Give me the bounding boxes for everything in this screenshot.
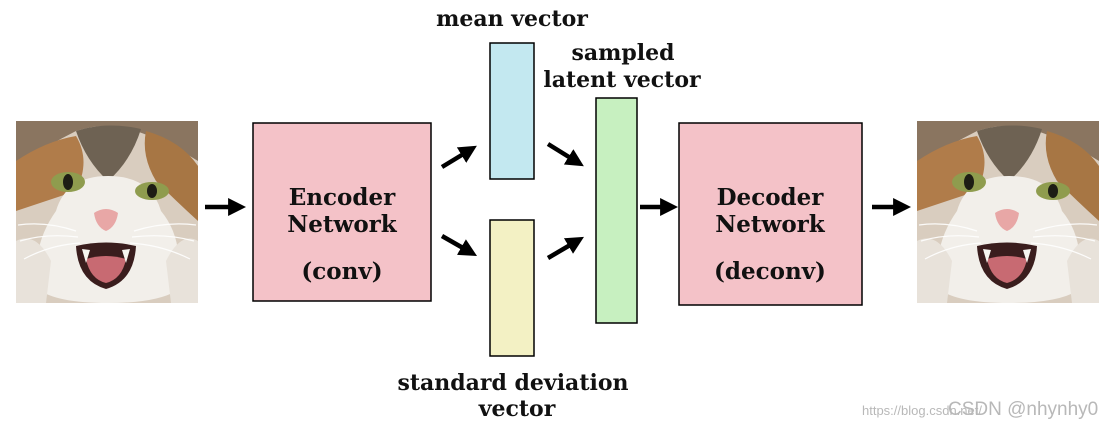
output-cat-image [916,120,1100,304]
std-deviation-label-line2: vector [478,396,556,422]
mean-vector-box [489,42,535,180]
sampled-label-line1: sampled [571,40,674,66]
encoder-label-line2: Network [287,211,398,238]
watermark-url: https://blog.csdn.net/ [862,403,982,418]
mean-vector-label: mean vector [436,6,588,32]
encoder-label-line3: (conv) [301,258,382,285]
std-deviation-box [489,219,535,357]
encoder-network-box [252,122,432,302]
decoder-network-box [678,122,863,306]
decoder-label-line2: Network [715,211,826,238]
sampled-label-line2: latent vector [543,67,701,93]
arrow-encoder-to-std [440,234,478,257]
sampled-latent-vector-box [595,97,638,324]
arrow-std-to-latent [546,236,584,260]
std-deviation-label-line1: standard deviation [397,370,628,396]
arrow-mean-to-latent [546,142,584,167]
input-cat-image [15,120,199,304]
arrow-encoder-to-mean [440,145,477,169]
decoder-label-line1: Decoder [717,184,825,211]
encoder-label-line1: Encoder [289,184,396,211]
decoder-label-line3: (deconv) [714,258,826,285]
watermark-brand: CSDN @nhynhy0 [948,399,1098,420]
